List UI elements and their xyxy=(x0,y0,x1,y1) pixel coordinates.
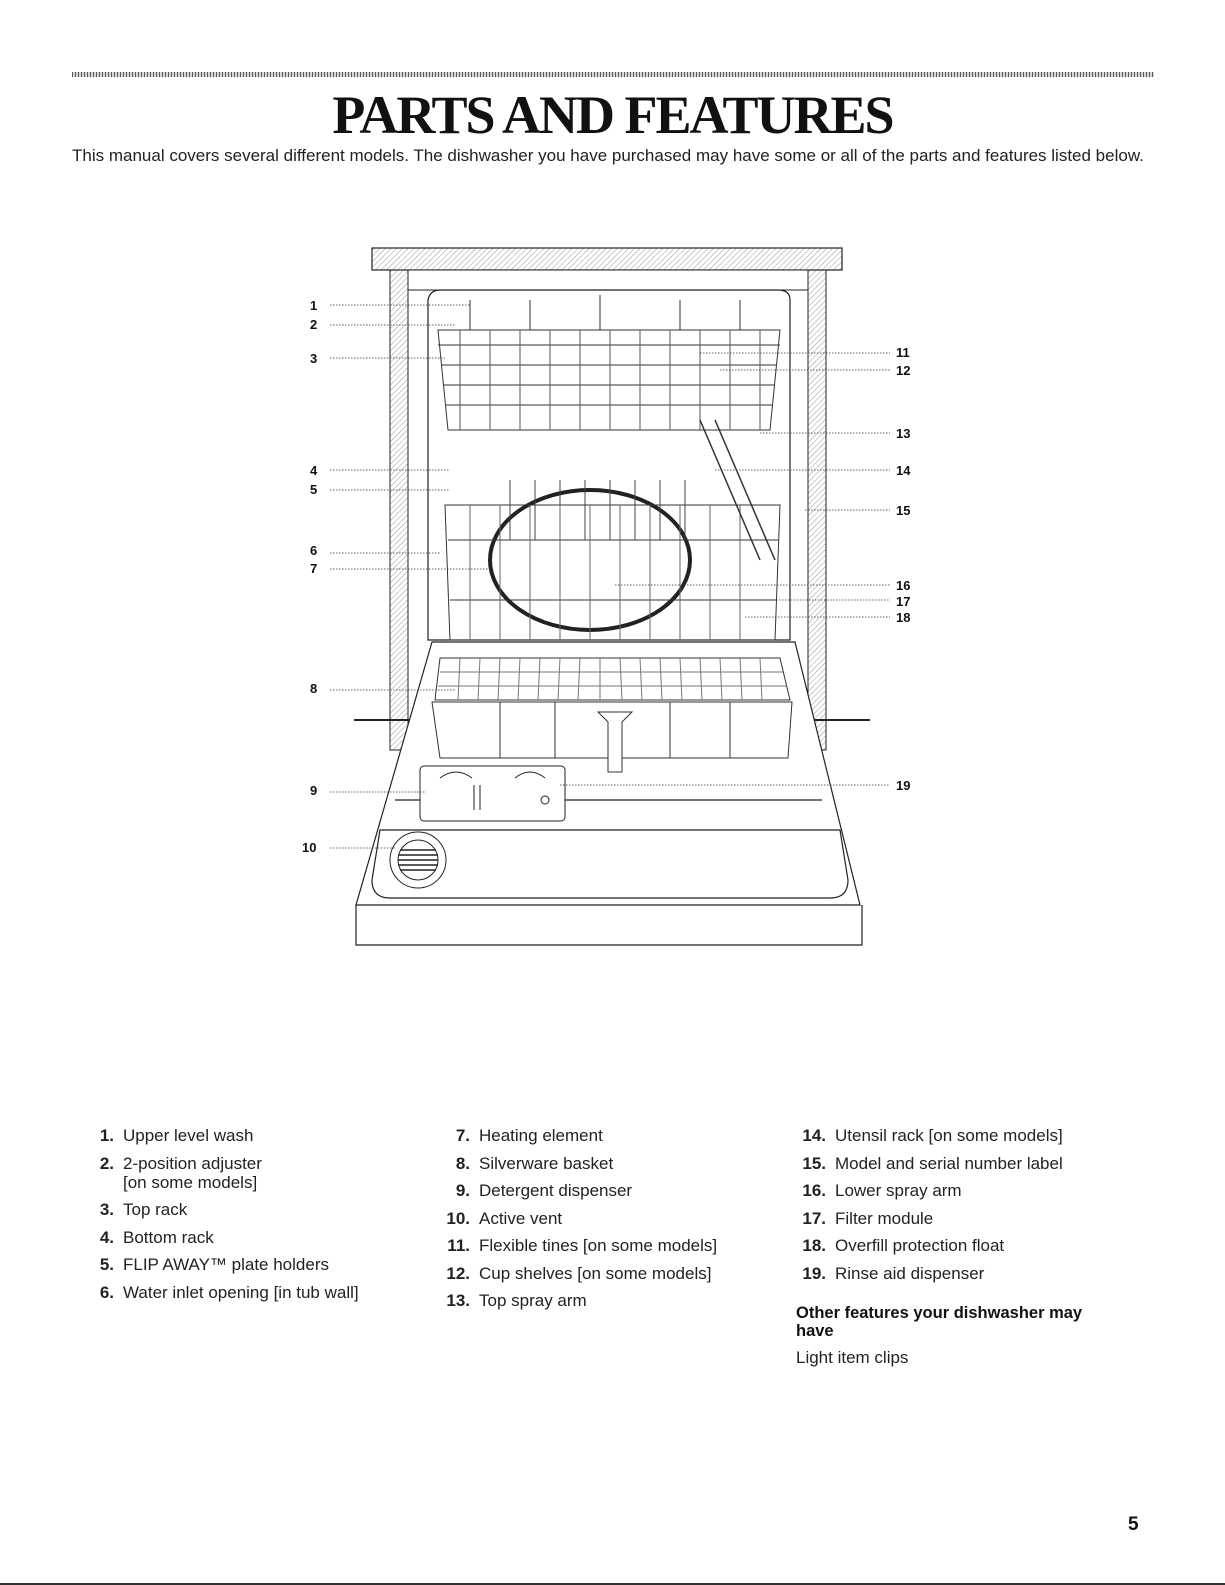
part-number: 17. xyxy=(802,1208,826,1228)
part-number: 18. xyxy=(802,1236,826,1255)
callout-3: 3 xyxy=(310,351,317,366)
part-number: 10. xyxy=(446,1208,470,1228)
dishwasher-diagram: 1 2 3 4 5 6 7 8 9 10 11 12 13 14 15 16 1… xyxy=(302,247,911,946)
part-number: 14. xyxy=(802,1126,826,1145)
parts-list-item: 14. Utensil rack [on some models] xyxy=(786,1126,1146,1145)
other-features-item: Light item clips xyxy=(796,1348,909,1367)
parts-list-item: 9. Detergent dispenser xyxy=(430,1181,770,1200)
callout-9: 9 xyxy=(310,783,317,798)
part-label: Heating element xyxy=(479,1126,603,1145)
callout-16: 16 xyxy=(896,578,910,593)
callout-10: 10 xyxy=(302,840,316,855)
part-number: 1. xyxy=(99,1126,114,1145)
top-rule xyxy=(72,72,1154,77)
part-label: Upper level wash xyxy=(123,1126,254,1145)
part-label: Model and serial number label xyxy=(835,1153,1063,1173)
part-number: 5. xyxy=(99,1255,114,1274)
callout-4: 4 xyxy=(310,463,318,478)
callout-11: 11 xyxy=(896,345,910,360)
part-label: Active vent xyxy=(479,1208,563,1228)
parts-list-item: 19. Rinse aid dispenser xyxy=(786,1264,1146,1283)
page-number: 5 xyxy=(1128,1514,1139,1535)
part-label: 2-position adjuster [on some models] xyxy=(123,1153,262,1192)
part-label: Rinse aid dispenser xyxy=(835,1263,985,1283)
part-number: 12. xyxy=(446,1263,470,1283)
parts-list-column-2: 7. Heating element 8. Silverware basket 9. De… xyxy=(430,1126,770,1319)
top-rack xyxy=(437,295,781,431)
callout-2: 2 xyxy=(310,317,317,332)
part-label: Water inlet opening [in tub wall] xyxy=(123,1282,359,1302)
parts-list-item: 2. 2-position adjuster [on some models] xyxy=(86,1154,406,1192)
dishwasher-door xyxy=(354,641,870,946)
callout-numbers: 1 2 3 4 5 6 7 8 9 10 11 12 13 14 15 16 1… xyxy=(302,298,911,855)
part-number: 15. xyxy=(802,1153,826,1173)
part-label: Filter module xyxy=(835,1208,934,1228)
part-number: 2. xyxy=(99,1153,114,1173)
part-label: Lower spray arm xyxy=(835,1181,962,1200)
parts-list-item: 1. Upper level wash xyxy=(86,1126,406,1145)
parts-list-item: 15. Model and serial number label xyxy=(786,1154,1146,1173)
parts-list-item: 13. Top spray arm xyxy=(430,1291,770,1310)
bottom-rule xyxy=(0,1583,1225,1585)
parts-list-item: 11. Flexible tines [on some models] xyxy=(430,1236,770,1255)
page-title: PARTS AND FEATURES xyxy=(332,85,894,145)
silverware-basket xyxy=(431,657,793,773)
callout-8: 8 xyxy=(310,681,317,696)
callout-6: 6 xyxy=(310,543,317,558)
part-number: 6. xyxy=(99,1282,114,1302)
part-number: 4. xyxy=(99,1227,114,1247)
parts-list-item: 10. Active vent xyxy=(430,1209,770,1228)
part-number: 16. xyxy=(802,1181,826,1200)
parts-list-item: 16. Lower spray arm xyxy=(786,1181,1146,1200)
parts-list-item: 3. Top rack xyxy=(86,1200,406,1219)
part-label: Bottom rack xyxy=(123,1227,214,1247)
part-number: 11. xyxy=(447,1236,470,1255)
part-label: Utensil rack [on some models] xyxy=(835,1126,1063,1145)
parts-list-item: 4. Bottom rack xyxy=(86,1228,406,1247)
other-features-heading: Other features your dishwasher may have xyxy=(796,1304,1083,1340)
parts-list-item: 6. Water inlet opening [in tub wall] xyxy=(86,1283,406,1302)
callout-19: 19 xyxy=(896,778,910,793)
bottom-rack xyxy=(444,419,781,641)
part-label: Detergent dispenser xyxy=(479,1181,633,1200)
callout-12: 12 xyxy=(896,363,910,378)
leader-lines xyxy=(330,304,890,849)
parts-list-column-3: 14. Utensil rack [on some models] 15. Model… xyxy=(786,1126,1146,1291)
part-number: 9. xyxy=(455,1181,470,1200)
part-label: Top rack xyxy=(123,1200,188,1219)
part-number: 7. xyxy=(455,1126,470,1145)
part-number: 8. xyxy=(455,1153,470,1173)
parts-list-item: 17. Filter module xyxy=(786,1209,1146,1228)
callout-15: 15 xyxy=(896,503,910,518)
part-label: Overfill protection float xyxy=(835,1236,1005,1255)
part-number: 3. xyxy=(99,1200,114,1219)
parts-list-item: 8. Silverware basket xyxy=(430,1154,770,1173)
part-number: 13. xyxy=(446,1291,470,1310)
parts-list-column-1: 1. Upper level wash 2. 2-position adjuster … xyxy=(86,1126,406,1310)
detergent-dispenser xyxy=(419,765,566,822)
callout-17: 17 xyxy=(896,594,910,609)
intro-paragraph: This manual covers several different mod… xyxy=(72,146,1144,165)
part-label: Flexible tines [on some models] xyxy=(479,1236,718,1255)
parts-list-item: 12. Cup shelves [on some models] xyxy=(430,1264,770,1283)
part-label: Silverware basket xyxy=(479,1153,614,1173)
parts-list-item: 18. Overfill protection float xyxy=(786,1236,1146,1255)
part-label: Top spray arm xyxy=(479,1291,587,1310)
callout-14: 14 xyxy=(896,463,911,478)
callout-1: 1 xyxy=(310,298,317,313)
callout-18: 18 xyxy=(896,610,910,625)
part-label: Cup shelves [on some models] xyxy=(479,1263,712,1283)
parts-list-item: 5. FLIP AWAY™ plate holders xyxy=(86,1255,406,1274)
callout-7: 7 xyxy=(310,561,317,576)
part-label: FLIP AWAY™ plate holders xyxy=(123,1255,329,1274)
callout-13: 13 xyxy=(896,426,910,441)
callout-5: 5 xyxy=(310,482,317,497)
parts-list-item: 7. Heating element xyxy=(430,1126,770,1145)
active-vent xyxy=(389,831,447,889)
part-number: 19. xyxy=(802,1263,826,1283)
